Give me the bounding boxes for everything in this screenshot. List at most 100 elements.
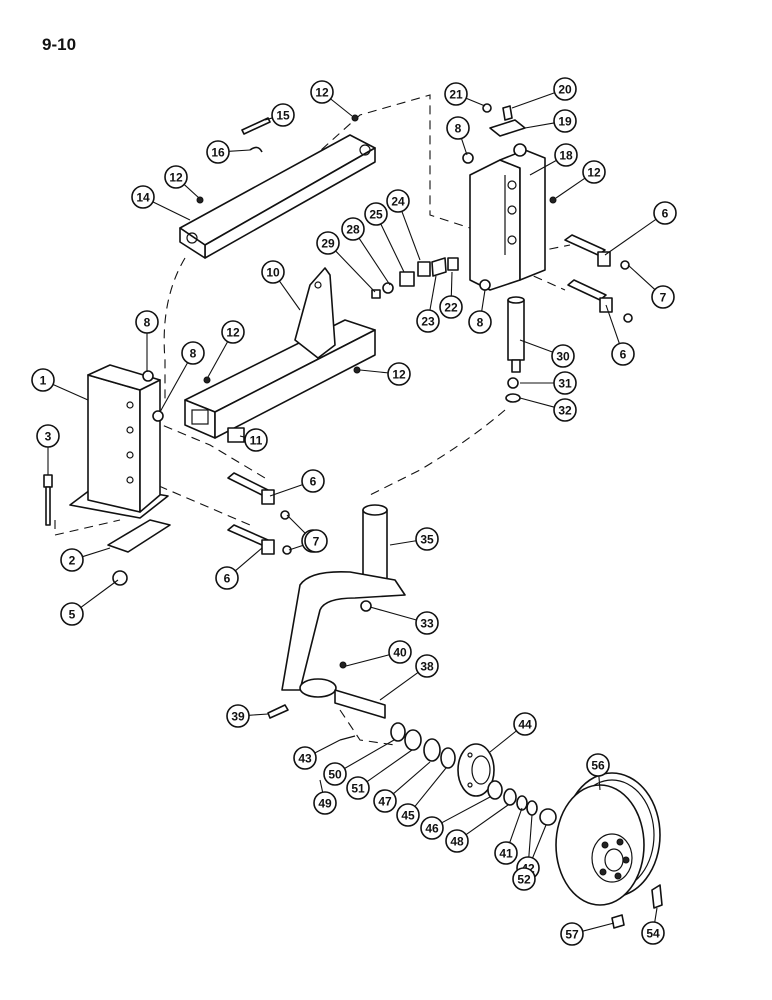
callout-number: 28 xyxy=(346,223,360,237)
callout-number: 29 xyxy=(321,237,335,251)
callout-25: 25 xyxy=(364,202,388,226)
leader-line xyxy=(239,435,246,438)
leader-line xyxy=(528,814,533,858)
callout-20: 20 xyxy=(553,77,577,101)
callout-45: 45 xyxy=(396,803,420,827)
callout-number: 43 xyxy=(298,752,312,766)
callout-32: 32 xyxy=(553,398,577,422)
leader-line xyxy=(465,97,486,107)
callout-6: 6 xyxy=(653,201,677,225)
leader-line xyxy=(389,540,417,546)
callout-number: 52 xyxy=(517,873,531,887)
leader-line xyxy=(654,907,658,923)
leader-line xyxy=(380,223,405,273)
bearings xyxy=(390,722,456,769)
callout-circle xyxy=(164,165,188,189)
callout-number: 20 xyxy=(558,83,572,97)
lower-arm xyxy=(184,267,376,439)
callout-circle xyxy=(36,424,60,448)
grease-fitting xyxy=(549,196,557,204)
hub xyxy=(457,743,495,797)
callout-circle xyxy=(388,640,412,664)
leader-line xyxy=(627,264,656,290)
bracket xyxy=(469,143,546,291)
bolt xyxy=(43,474,53,526)
callout-circle xyxy=(444,82,468,106)
leader-line xyxy=(335,250,376,293)
callout-number: 3 xyxy=(45,430,52,444)
callout-number: 30 xyxy=(556,350,570,364)
lock-plate xyxy=(489,119,526,137)
leader-line xyxy=(248,713,269,716)
leader-line xyxy=(519,339,553,353)
callout-6: 6 xyxy=(611,342,635,366)
callout-number: 12 xyxy=(392,368,406,382)
wheel-rim xyxy=(555,772,661,906)
callout-number: 24 xyxy=(391,195,405,209)
callout-circle xyxy=(445,829,469,853)
page-number: 9-10 xyxy=(42,35,77,54)
callout-number: 54 xyxy=(646,927,660,941)
leader-line xyxy=(345,654,390,667)
grease-fitting xyxy=(196,196,204,204)
leader-line xyxy=(80,579,119,608)
leader-line xyxy=(529,159,557,176)
callout-number: 22 xyxy=(444,301,458,315)
callout-number: 7 xyxy=(660,291,667,305)
callout-number: 8 xyxy=(190,347,197,361)
callout-33: 33 xyxy=(415,611,439,635)
callout-2: 2 xyxy=(60,548,84,572)
callouts: 1235666677788881011121212121214151618192… xyxy=(31,77,677,946)
callout-circle xyxy=(554,143,578,167)
callout-circle xyxy=(244,428,268,452)
callout-21: 21 xyxy=(444,82,468,106)
callout-29: 29 xyxy=(316,231,340,255)
leader-line xyxy=(414,767,447,807)
callout-circle xyxy=(293,746,317,770)
callout-46: 46 xyxy=(420,816,444,840)
callout-12: 12 xyxy=(582,160,606,184)
callout-circle xyxy=(653,201,677,225)
leader-line xyxy=(207,341,229,378)
washer xyxy=(503,788,517,806)
callout-circle xyxy=(364,202,388,226)
callout-number: 11 xyxy=(250,434,263,448)
leader-line xyxy=(82,547,111,558)
callout-31: 31 xyxy=(553,371,577,395)
callout-16: 16 xyxy=(206,140,230,164)
callout-circle xyxy=(215,566,239,590)
callout-15: 15 xyxy=(271,103,295,127)
support-post xyxy=(69,364,169,519)
leader-line xyxy=(604,218,657,256)
nut xyxy=(462,152,474,164)
callout-circle xyxy=(415,611,439,635)
callout-number: 33 xyxy=(420,617,434,631)
leader-line xyxy=(392,761,431,795)
callout-number: 50 xyxy=(328,768,342,782)
callout-11: 11 xyxy=(244,428,268,452)
callout-43: 43 xyxy=(293,746,317,770)
callout-circle xyxy=(446,116,470,140)
callout-circle xyxy=(551,344,575,368)
callout-12: 12 xyxy=(221,320,245,344)
callout-circle xyxy=(271,103,295,127)
callout-28: 28 xyxy=(341,217,365,241)
callout-circle xyxy=(420,816,444,840)
callout-39: 39 xyxy=(226,704,250,728)
callout-number: 23 xyxy=(421,315,435,329)
callout-number: 44 xyxy=(518,718,532,732)
callout-8: 8 xyxy=(181,341,205,365)
callout-number: 10 xyxy=(266,266,280,280)
callout-number: 49 xyxy=(318,797,332,811)
leader-line xyxy=(555,177,586,199)
callout-number: 12 xyxy=(226,326,240,340)
leader-line xyxy=(460,138,468,156)
leader-line xyxy=(319,779,324,793)
callout-circle xyxy=(582,160,606,184)
nut xyxy=(479,279,491,291)
callout-circle xyxy=(261,260,285,284)
grease-fitting xyxy=(339,661,347,669)
callout-23: 23 xyxy=(416,309,440,333)
callout-number: 46 xyxy=(425,822,439,836)
callout-30: 30 xyxy=(551,344,575,368)
